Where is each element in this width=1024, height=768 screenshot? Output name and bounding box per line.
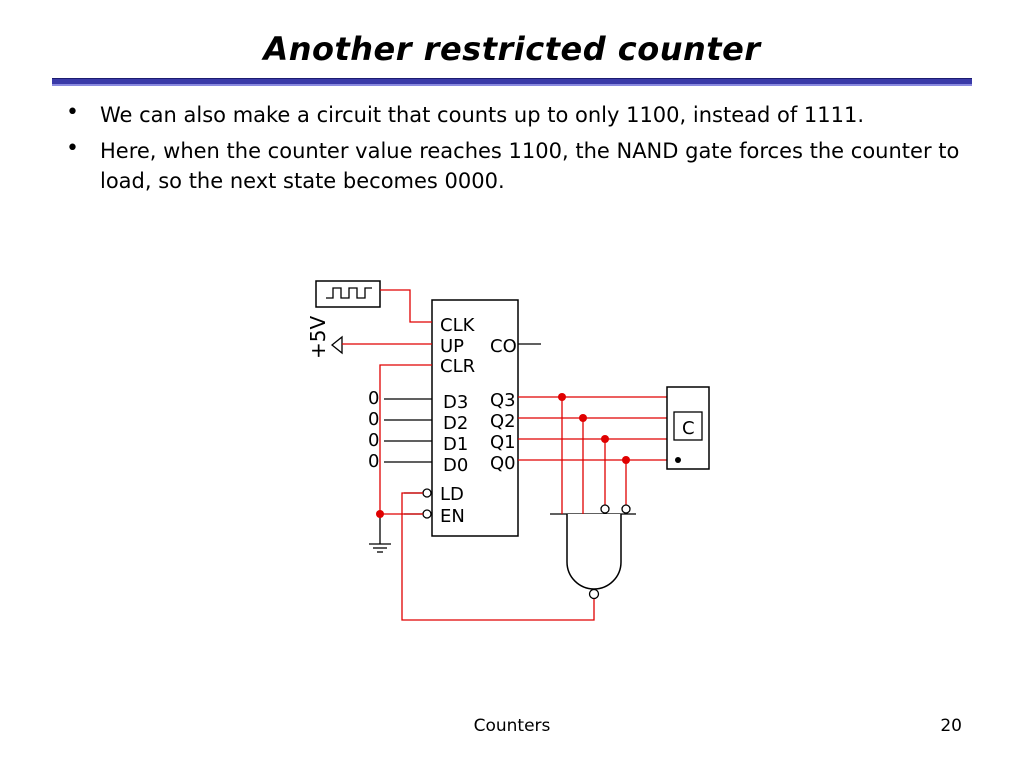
wire-clk [380,289,432,323]
pin-label-up: UP [440,336,464,357]
pin-label-en: EN [440,506,465,527]
pin-label-q1: Q1 [490,432,516,453]
data-input-d2-value: 0 [368,409,379,430]
bullet-icon: • [66,100,79,125]
nand-gate [566,514,622,590]
ld-inversion-bubble [422,488,432,498]
pin-label-ld: LD [440,484,464,505]
display-indicator-dot [675,457,681,463]
supply-label: +5V [306,316,330,359]
pin-label-clk: CLK [440,315,476,336]
slide-title: Another restricted counter [263,30,761,68]
footer-title: Counters [473,716,551,736]
bullet-text: Here, when the counter value reaches 110… [100,139,960,193]
clock-source [315,280,381,308]
nand-output-bubble [588,588,600,600]
junction-dot [558,393,566,401]
data-input-d1-value: 0 [368,430,379,451]
clock-waveform-icon [326,287,372,299]
en-inversion-bubble [422,509,432,519]
counter-chip [431,299,519,537]
nand-input-bubble [600,504,610,514]
bullet-icon: • [66,136,79,161]
junction-dot [601,435,609,443]
pin-label-q2: Q2 [490,411,516,432]
pin-label-d2: D2 [443,413,468,434]
title-divider [52,78,972,86]
pin-label-d1: D1 [443,434,468,455]
pin-label-q3: Q3 [490,390,516,411]
pin-label-d0: D0 [443,455,468,476]
junction-dot [579,414,587,422]
wire-nand-to-ld [401,492,595,621]
pin-label-d3: D3 [443,392,468,413]
pin-label-q0: Q0 [490,453,516,474]
bullet-text: We can also make a circuit that counts u… [100,103,865,127]
wire-clr [379,364,432,514]
data-input-d3-value: 0 [368,388,379,409]
page-number: 20 [940,716,962,736]
nand-input-bubble [621,504,631,514]
bullet-list: • We can also make a circuit that counts… [66,100,966,202]
pin-label-clr: CLR [440,356,475,377]
ground-icon [369,543,391,553]
supply-arrow-icon [330,335,343,355]
junction-dot [622,456,630,464]
data-input-d0-value: 0 [368,451,379,472]
junction-dot [376,510,384,518]
bullet-item: • We can also make a circuit that counts… [66,100,966,130]
display-label: C [682,418,695,439]
pin-label-co: CO [490,336,517,357]
display-label-box [673,411,703,441]
bullet-item: • Here, when the counter value reaches 1… [66,136,966,196]
